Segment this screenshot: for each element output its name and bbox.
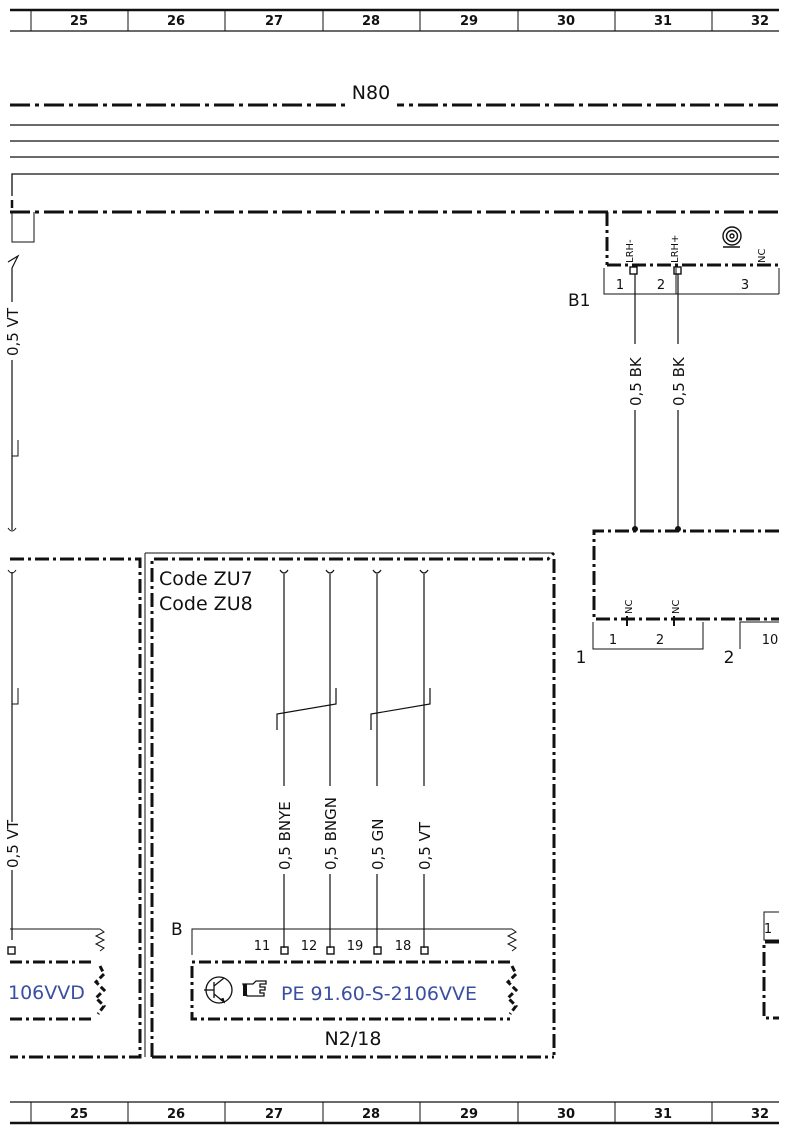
pin-18: 18 [395, 939, 412, 954]
left-box: 106VVD [7, 557, 142, 1059]
nc-label: NC [624, 600, 635, 614]
wire-label-vt-bottom: 0,5 VT [4, 819, 22, 868]
ruler-col-25: 25 [70, 1107, 88, 1122]
n80-label: N80 [352, 82, 390, 104]
ruler-col-31: 31 [654, 14, 672, 29]
pin-19: 19 [347, 939, 364, 954]
b1-pin1: 1 [616, 278, 624, 293]
wire-label-vt-top: 0,5 VT [4, 307, 22, 356]
pin-12: 12 [301, 939, 318, 954]
ruler-col-29: 29 [460, 14, 478, 29]
b1-component: LRH- LRH+ NC 1 2 3 B1 [568, 212, 780, 311]
pin-1: 1 [609, 633, 617, 648]
speaker-icon [722, 226, 742, 248]
b1-wires: 0,5 BK 0,5 BK [627, 274, 688, 532]
code-zu7-label: Code ZU7 [159, 568, 253, 590]
wire-label-bk-1: 0,5 BK [627, 356, 645, 406]
b1-label: B1 [568, 291, 590, 311]
right-component: NC NC 1 2 10 1 2 [576, 529, 779, 668]
ruler-col-32: 32 [751, 14, 769, 29]
ruler-col-29: 29 [460, 1107, 478, 1122]
ruler-col-27: 27 [265, 1107, 283, 1122]
connector-1-label: 1 [576, 648, 587, 668]
pin-1: 1 [764, 922, 772, 937]
n2-18-box: Code ZU7 Code ZU8 0,5 BNYE 0,5 BNGN 0,5 … [144, 551, 556, 1059]
wire-label-gn: 0,5 GN [369, 819, 387, 870]
left-wire: 0,5 VT 0,5 VT [4, 268, 24, 940]
code-zu8-label: Code ZU8 [159, 593, 253, 615]
n80-boundary: N80 [10, 80, 779, 108]
ruler-col-32: 32 [751, 1107, 769, 1122]
connector-b-label: B [171, 920, 183, 940]
ruler-col-30: 30 [557, 1107, 575, 1122]
transistor-icon [204, 976, 233, 1004]
pe-ref-left-link[interactable]: 106VVD [8, 982, 85, 1004]
ruler-col-25: 25 [70, 14, 88, 29]
wire-label-bk-2: 0,5 BK [670, 356, 688, 406]
wire-label-bnye: 0,5 BNYE [276, 801, 294, 870]
ruler-col-26: 26 [167, 1107, 185, 1122]
pin-11: 11 [254, 939, 271, 954]
bottom-ruler: 25 26 27 28 29 30 31 32 [10, 1101, 779, 1125]
lrh-plus-label: LRH+ [670, 235, 681, 263]
nc-label: NC [671, 600, 682, 614]
lrh-minus-label: LRH- [625, 239, 636, 263]
component-boundary-top [7, 200, 779, 269]
b1-pin3: 3 [741, 278, 749, 293]
pin-10: 10 [762, 633, 779, 648]
ruler-col-28: 28 [362, 14, 380, 29]
ruler-col-28: 28 [362, 1107, 380, 1122]
right-edge-component: 1 [762, 911, 779, 1020]
wire-label-vt: 0,5 VT [416, 821, 434, 870]
ruler-col-27: 27 [265, 14, 283, 29]
bus-lines [10, 124, 779, 196]
ruler-col-31: 31 [654, 1107, 672, 1122]
top-ruler: 25 26 27 28 29 30 31 32 [10, 8, 779, 32]
n2-18-label: N2/18 [325, 1028, 382, 1050]
wire-label-bngn: 0,5 BNGN [322, 797, 340, 870]
ruler-col-26: 26 [167, 14, 185, 29]
pointing-hand-icon [242, 980, 267, 997]
pe-ref-link[interactable]: PE 91.60-S-2106VVE [281, 983, 477, 1005]
nc-label: NC [757, 249, 768, 263]
ruler-col-30: 30 [557, 14, 575, 29]
b1-pin2: 2 [657, 278, 665, 293]
connector-2-label: 2 [724, 648, 735, 668]
pin-2: 2 [656, 633, 664, 648]
